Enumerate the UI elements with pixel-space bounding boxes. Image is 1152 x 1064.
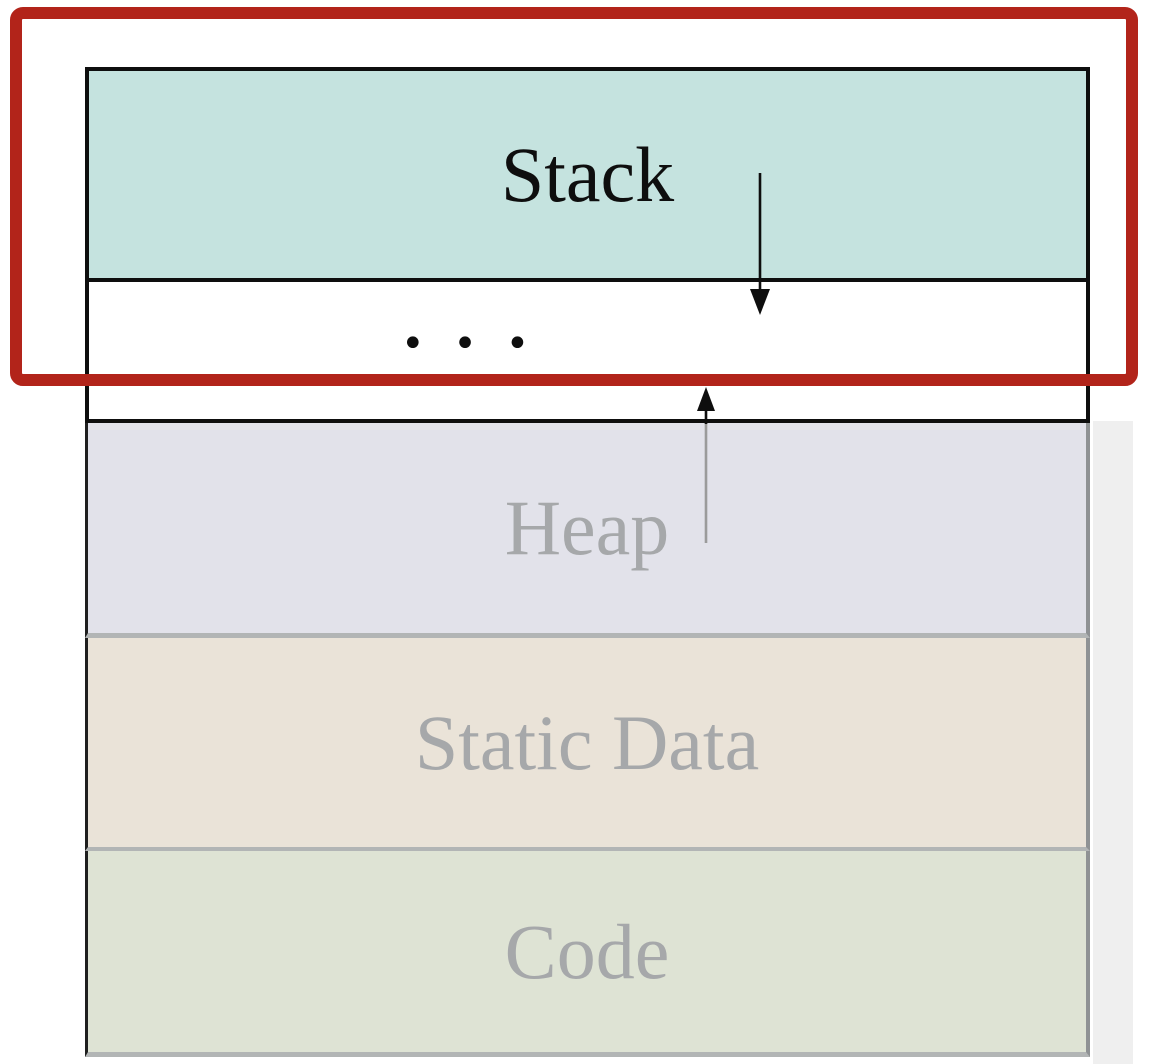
heap-grows-up-arrow	[697, 387, 715, 543]
heap-grows-up-arrow-shaft	[704, 423, 708, 543]
region-code: Code	[85, 851, 1090, 1057]
drop-shadow-strip	[1093, 421, 1133, 1064]
stack-grows-down-arrow	[750, 173, 770, 315]
region-heap: Heap	[85, 423, 1090, 638]
region-label-stack: Stack	[500, 130, 675, 218]
region-label-ellipsis: • • •	[401, 320, 538, 367]
region-label-code: Code	[504, 907, 670, 995]
region-ellipsis: • • •	[85, 282, 1090, 423]
region-label-heap: Heap	[504, 484, 670, 571]
region-static-data: Static Data	[85, 638, 1090, 851]
stack-grows-down-arrow-head	[750, 289, 770, 315]
highlight-box	[10, 7, 1138, 386]
region-label-static-data: Static Data	[414, 698, 760, 786]
heap-grows-up-arrow-head	[697, 387, 715, 411]
heap-grows-up-arrow-shaft-upper	[704, 408, 708, 424]
region-stack: Stack	[85, 67, 1090, 282]
